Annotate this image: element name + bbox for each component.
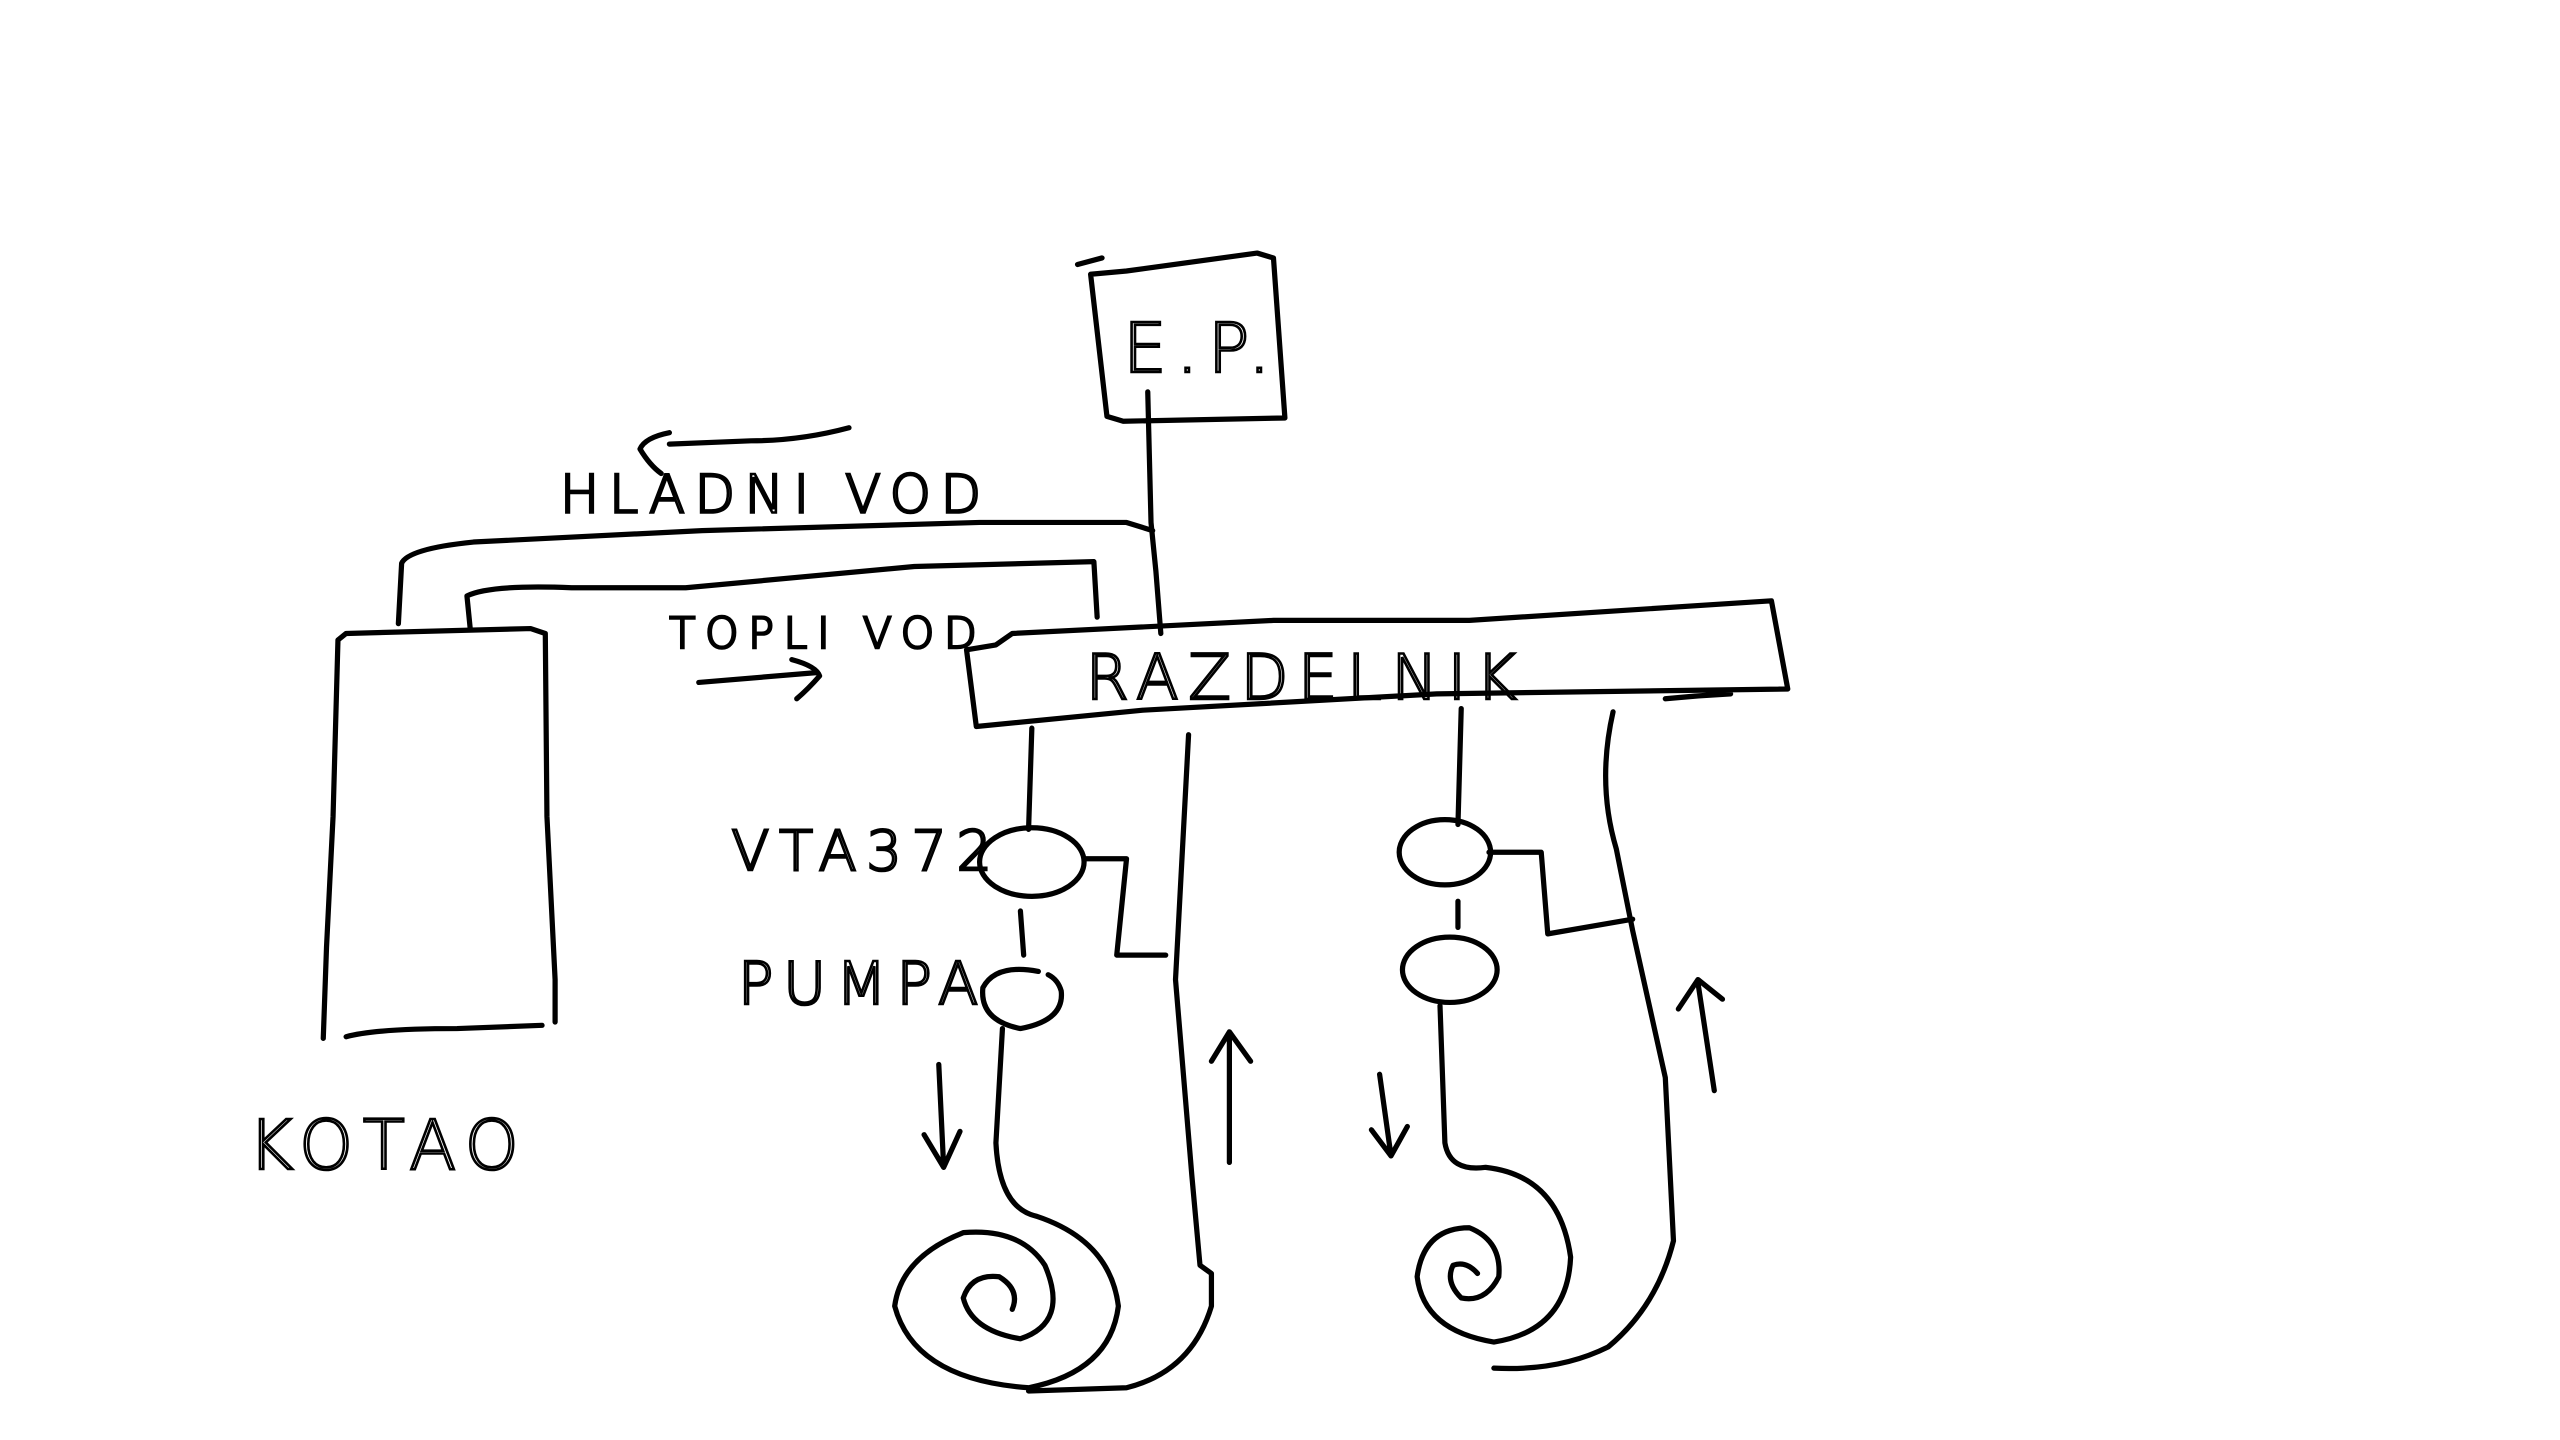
manifold-box — [963, 598, 1791, 730]
right-valve — [1396, 816, 1494, 888]
manifold-label: RAZDELNIK — [1086, 641, 1527, 714]
boiler-box — [320, 625, 558, 1041]
hot-pipe — [464, 559, 1100, 632]
left-valve-pump-line — [1017, 908, 1027, 958]
ep-box — [1074, 250, 1288, 424]
left-supply-line — [1025, 725, 1035, 832]
right-bypass-line — [1486, 849, 1636, 937]
ep-label: E.P. — [1123, 309, 1280, 389]
cold-pipe-label: HLADNI VOD — [560, 466, 991, 526]
right-up-arrow-icon — [1675, 976, 1726, 1094]
left-up-arrow-icon — [1208, 1029, 1254, 1166]
right-supply-line — [1455, 705, 1464, 828]
cold-arrow-icon — [637, 425, 852, 477]
right-down-arrow-icon — [1368, 1071, 1410, 1159]
left-bypass-line — [1081, 856, 1169, 958]
cold-pipe — [395, 519, 1156, 627]
valve-label: VTA372 — [731, 819, 1001, 884]
left-pump — [980, 966, 1064, 1032]
left-valve — [976, 825, 1087, 899]
ep-connection-line — [1145, 389, 1164, 637]
hot-arrow-icon — [696, 656, 823, 702]
left-down-arrow-icon — [921, 1061, 963, 1170]
left-floor-loop — [892, 732, 1215, 1394]
hot-pipe-label: TOPLI VOD — [669, 610, 986, 659]
pump-label: PUMPA — [738, 949, 988, 1018]
right-pump — [1399, 934, 1500, 1006]
right-floor-loop — [1414, 709, 1677, 1372]
boiler-label: KOTAO — [248, 1106, 528, 1186]
